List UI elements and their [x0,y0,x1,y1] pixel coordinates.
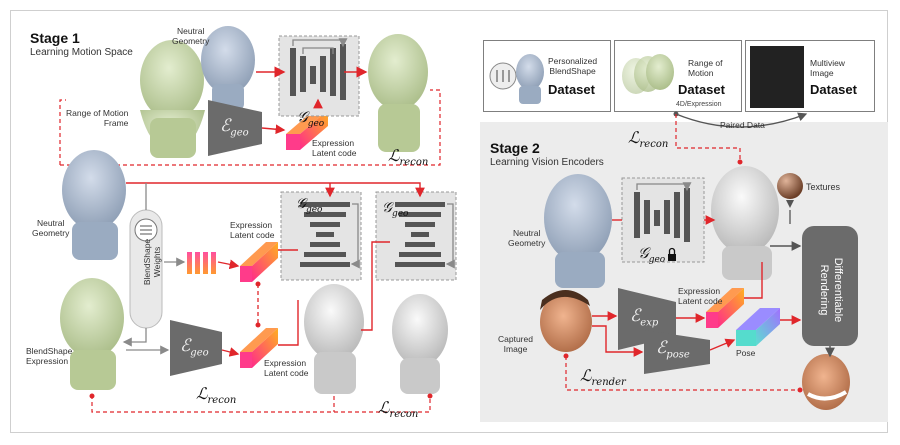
sliders-dataset-icon [489,62,517,90]
stage1-title: Stage 1 [30,30,80,46]
expression-latent-code-bottom [240,352,252,368]
encoder-geo-bottom-label: ℰgeo [180,336,209,359]
texture-ball [777,173,803,199]
stage2-output-head [711,166,779,280]
texture-arrow-icon [786,200,794,208]
stage2-latent-code [706,312,718,328]
decoder-geo-top [278,35,360,117]
captured-image-label: Captured Image [498,334,533,354]
decoder-geo-top-label: 𝒢geo [297,108,325,129]
rendered-face [802,354,850,410]
blendshape-expression-label: BlendShape Expression [26,346,73,366]
decoded-head-2 [392,294,448,394]
encoder-geo-top [208,100,262,156]
encoder-pose-label: ℰpose [656,338,690,361]
decoder-geo-mid-2-label: 𝒢geo [382,200,409,219]
loss-recon-top-label: ℒrecon [388,146,429,169]
stage2-subtitle: Learning Vision Encoders [490,157,604,168]
blendshape-weights-label: BlendShape Weights [142,238,162,286]
decoder-geo-stage2-label: 𝒢geo [638,244,666,265]
multiview-dataset-title: Dataset [810,82,857,97]
encoder-geo-bottom [170,320,222,376]
encoder-pose [644,330,710,374]
recon-output-head-top [368,34,428,152]
captured-image-face [540,290,592,352]
neutral-geometry-top-label: Neutral Geometry [172,26,210,46]
expression-latent-code-mid [240,266,252,282]
loss-recon-stage2-label: ℒrecon [628,128,669,151]
loss-recon-right-label: ℒrecon [378,398,419,421]
differentiable-rendering-box [802,226,858,346]
encoder-geo-top-label: ℰgeo [220,116,249,139]
rom-dataset-heads [622,54,674,94]
decoder-geo-stage2 [621,177,705,263]
loss-render-label: ℒrender [580,366,626,389]
neutral-geometry-left-head [62,150,126,260]
multiview-image-grid [750,46,804,108]
personalized-dataset-title: Dataset [548,82,595,97]
textures-label: Textures [806,182,841,192]
differentiable-rendering-label: Differentiable Rendering [818,257,844,323]
rom-dataset-label: Range of Motion [688,58,723,78]
neutral-geometry-left-label: Neutral Geometry [32,218,70,238]
expression-latent-code-label-3: Expression Latent code [264,358,309,378]
encoder-exp-label: ℰexp [630,306,659,329]
rom-dataset-sub: 4D/Expression [676,101,722,108]
stage2-expression-latent-code-label: Expression Latent code [678,286,723,306]
blendshape-expression-head [60,278,124,390]
expression-latent-code-label-1: Expression Latent code [312,138,357,158]
rom-dataset-title: Dataset [678,82,725,97]
decoded-head-1 [304,284,364,394]
expression-latent-code-label-2: Expression Latent code [230,220,275,240]
decoder-geo-mid-1 [280,191,362,281]
rom-frame-head [140,40,205,158]
personalized-dataset-label: Personalized BlendShape [548,56,598,76]
stage2-neutral-geometry-label: Neutral Geometry [508,228,546,248]
personalized-dataset-head [516,54,544,104]
expression-latent-code-top [286,134,300,150]
paired-data-label: Paired Data [720,120,765,130]
range-of-motion-frame-label: Range of Motion Frame [66,108,129,128]
multiview-dataset-label: Multiview Image [810,58,845,78]
decoder-geo-mid-1-label: 𝒢geo [296,196,323,215]
loss-recon-bottom-label: ℒrecon [196,384,237,407]
stage2-title: Stage 2 [490,140,540,156]
pose-block [736,330,756,346]
weight-bars [187,252,216,274]
stage2-neutral-head [544,174,612,288]
decoder-geo-mid-2 [375,191,457,281]
stage1-subtitle: Learning Motion Space [30,47,133,58]
pose-label: Pose [736,348,756,358]
lock-icon [668,247,676,261]
